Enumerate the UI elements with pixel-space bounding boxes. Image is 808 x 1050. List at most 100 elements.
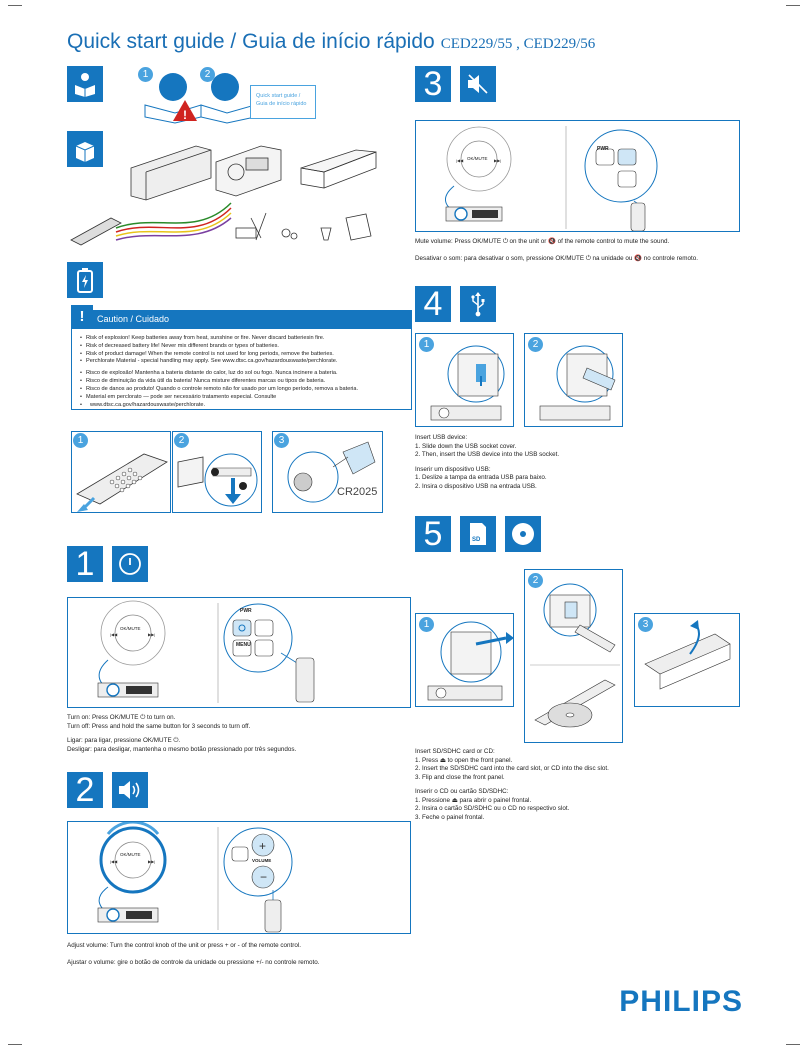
disc-step-2-badge: 2	[528, 573, 543, 588]
quick-start-label-box: Quick start guide / Guia de início rápid…	[250, 85, 316, 119]
step-5-line-4: 3. Flip and close the front panel.	[415, 773, 505, 781]
svg-text:▶▶|: ▶▶|	[148, 859, 155, 864]
mute-icon	[460, 66, 496, 102]
step-4-instructions: Insert USB device: 1. Slide down the USB…	[415, 434, 559, 491]
model-numbers: CED229/55 , CED229/56	[440, 36, 596, 52]
quick-start-label-pt: Guia de início rápido	[256, 101, 307, 108]
battery-step-2-badge: 2	[174, 433, 189, 448]
disc-step-1-badge: 1	[419, 617, 434, 632]
caution-en-3: Risk of product damage! When the remote …	[80, 351, 403, 359]
step-4-line-3: 2. Then, insert the USB device into the …	[415, 451, 560, 458]
badge-1: 1	[138, 67, 153, 82]
crop-mark-top-left	[8, 5, 22, 6]
battery-step-1-badge: 1	[73, 433, 88, 448]
step-4-line-6: 1. Deslize a tampa da entrada USB para b…	[415, 474, 547, 481]
warning-illustration: !	[135, 65, 260, 125]
usb-icon	[460, 286, 496, 322]
usb-step-1-badge: 1	[419, 337, 434, 352]
svg-text:!: !	[183, 108, 187, 122]
read-manual-icon	[67, 66, 103, 102]
battery-step-3-panel	[272, 431, 383, 513]
battery-icon	[67, 262, 103, 298]
step-2-number: 2	[67, 771, 103, 809]
step-2-illustration-panel: |◀◀ ▶▶| + −	[67, 821, 411, 934]
battery-step-3-badge: 3	[274, 433, 289, 448]
sd-card-icon: SD	[460, 516, 496, 552]
step-2-spacer	[67, 951, 320, 959]
battery-model-label: CR2025	[337, 486, 378, 498]
step-4-line-7: 2. Insira o dispositivo USB na entrada U…	[415, 482, 537, 490]
step-4-line-5: Inserir um dispositivo USB:	[415, 465, 491, 473]
ok-mute-label-step3: OK/MUTE	[467, 156, 488, 161]
caution-pt-3: Risco de danos ao produto! Quando o cont…	[80, 386, 403, 394]
step-2-instructions: Adjust volume: Turn the control knob of …	[67, 942, 320, 967]
caution-pt-1: Risco de explosão! Mantenha a bateria di…	[80, 370, 403, 378]
badge-2: 2	[200, 67, 215, 82]
step-5-number: 5	[415, 515, 451, 553]
crop-mark-top-right	[786, 5, 800, 6]
caution-heading: Caution / Cuidado	[71, 310, 412, 328]
caution-pt-5: www.dtsc.ca.gov/hazardouswaste/perchlora…	[80, 402, 403, 410]
svg-text:|◀◀: |◀◀	[110, 859, 118, 864]
volume-label: VOLUME	[252, 858, 272, 863]
power-icon	[112, 546, 148, 582]
pwr-label-step1: PWR	[240, 608, 252, 614]
ok-mute-label-step1: OK/MUTE	[120, 626, 141, 631]
step-3-illustration-panel: |◀◀ ▶▶|	[415, 120, 740, 232]
usb-step-2-badge: 2	[528, 337, 543, 352]
caution-en-4: Perchlorate Material - special handling …	[80, 358, 403, 366]
crop-mark-bottom-left	[8, 1044, 22, 1045]
philips-logo: PHILIPS	[619, 985, 743, 1018]
ok-mute-label-step2: OK/MUTE	[120, 852, 141, 857]
disc-step-3-badge: 3	[638, 617, 653, 632]
step-1-line-5: Desligar: para desligar, mantenha o mesm…	[67, 745, 297, 753]
step-5-line-6: Inserir o CD ou cartão SD/SDHC:	[415, 788, 509, 795]
warning-icon: !	[71, 305, 93, 328]
step-1-illustration-panel: |◀◀ ▶▶|	[67, 597, 411, 708]
caution-text-box: Risk of explosion! Keep batteries away f…	[71, 328, 412, 410]
svg-text:−: −	[260, 870, 267, 884]
step-1-instructions: Turn on: Press OK/MUTE ⏻ to turn on. Tur…	[67, 714, 296, 754]
step-1-line-2: Turn off: Press and hold the same button…	[67, 722, 251, 730]
step-3-line-1: Mute volume: Press OK/MUTE ⏻ on the unit…	[415, 238, 670, 245]
svg-text:SD: SD	[472, 537, 481, 543]
step-5-line-8: 2. Insira o cartão SD/SDHC ou o CD no re…	[415, 805, 570, 812]
step-3-spacer	[415, 247, 698, 255]
pwr-label-step3: PWR	[597, 146, 609, 152]
step-3-line-3: Desativar o som: para desativar o som, p…	[415, 254, 699, 262]
step-1-number: 1	[67, 545, 103, 583]
cd-icon	[505, 516, 541, 552]
usb-step-1-panel	[415, 333, 514, 427]
step-5-line-2: 1. Press ⏏ to open the front panel.	[415, 756, 513, 764]
step-2-line-3: Ajustar o volume: gire o botão de contro…	[67, 958, 320, 966]
step-4-line-1: Insert USB device:	[415, 434, 468, 441]
menu-label-step1: MENU	[236, 642, 251, 648]
svg-text:|◀◀: |◀◀	[110, 632, 118, 637]
battery-step-1-panel	[71, 431, 171, 513]
caution-pt-4: Material em perclorato — pode ser necess…	[80, 394, 403, 402]
step-5-line-9: 3. Feche o painel frontal.	[415, 813, 485, 821]
box-contents-illustration	[66, 128, 406, 253]
step-4-line-2: 1. Slide down the USB socket cover.	[415, 442, 517, 450]
step-1-line-1: Turn on: Press OK/MUTE ⏻ to turn on.	[67, 714, 176, 721]
caution-pt-2: Risco de diminuição da vida útil da bate…	[80, 378, 403, 386]
step-3-number: 3	[415, 65, 451, 103]
step-4-number: 4	[415, 285, 451, 323]
step-5-line-1: Insert SD/SDHC card or CD:	[415, 748, 495, 755]
step-1-line-4: Ligar: para ligar, pressione OK/MUTE ⏻.	[67, 737, 181, 744]
step-2-line-1: Adjust volume: Turn the control knob of …	[67, 942, 301, 949]
step-5-line-7: 1. Pressione ⏏ para abrir o painel front…	[415, 796, 532, 804]
caution-en-1: Risk of explosion! Keep batteries away f…	[80, 335, 403, 343]
caution-en-2: Risk of decreased battery life! Never mi…	[80, 343, 403, 351]
svg-text:▶▶|: ▶▶|	[148, 632, 155, 637]
quick-start-label-en: Quick start guide /	[256, 93, 301, 99]
step-5-instructions: Insert SD/SDHC card or CD: 1. Press ⏏ to…	[415, 748, 609, 822]
svg-text:+: +	[259, 839, 266, 853]
crop-mark-bottom-right	[786, 1044, 800, 1045]
battery-step-2-panel	[172, 431, 262, 513]
step-3-instructions: Mute volume: Press OK/MUTE ⏻ on the unit…	[415, 238, 698, 263]
svg-text:▶▶|: ▶▶|	[494, 158, 501, 163]
step-5-line-3: 2. Insert the SD/SDHC card into the card…	[415, 765, 609, 772]
page-title: Quick start guide / Guia de início rápid…	[67, 30, 596, 53]
volume-icon	[112, 772, 148, 808]
